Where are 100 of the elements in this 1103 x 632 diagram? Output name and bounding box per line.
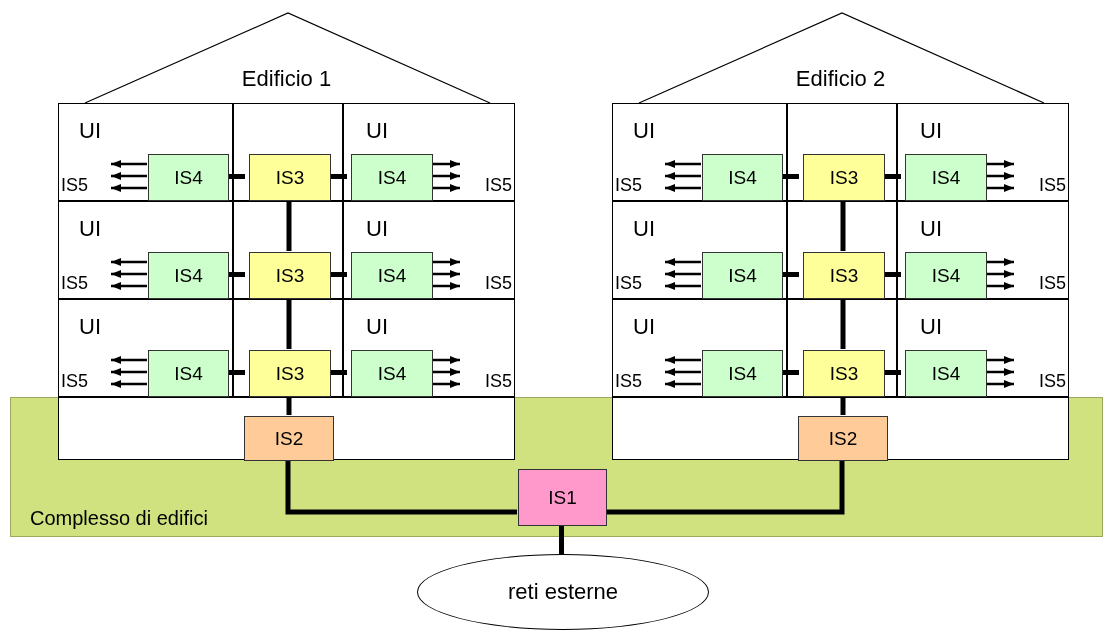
network-node-box: IS3: [249, 350, 331, 397]
room-cell: [58, 299, 233, 397]
network-node-box: IS4: [351, 154, 433, 201]
connector-line: [228, 272, 245, 277]
connector-line: [228, 174, 245, 179]
outlet-label: IS5: [464, 260, 512, 294]
building-title: Edificio 2: [794, 66, 887, 92]
outlet-label: IS5: [61, 162, 109, 196]
area-label: Complesso di edifici: [30, 507, 208, 530]
arrow: [111, 258, 147, 266]
building: [58, 12, 515, 460]
arrow: [432, 172, 460, 180]
arrow: [111, 380, 147, 388]
room-cell: [612, 299, 787, 397]
arrow: [432, 356, 460, 364]
room-cell: [58, 103, 233, 201]
network-ellipse: reti esterne: [417, 554, 709, 630]
connector-line: [884, 272, 901, 277]
connector-line: [840, 298, 846, 349]
room-cell: [787, 103, 897, 201]
arrow: [986, 380, 1014, 388]
arrow: [986, 270, 1014, 278]
arrow: [665, 356, 701, 364]
room-cell: [233, 201, 343, 299]
connector-line: [782, 370, 799, 375]
room-cell: [343, 201, 515, 299]
network-node-box: IS1: [518, 469, 607, 526]
network-node-box: IS4: [905, 350, 987, 397]
outlet-label: IS5: [1018, 162, 1066, 196]
building-title: Edificio 1: [240, 66, 333, 92]
network-node-box: IS4: [702, 154, 783, 201]
network-node-box: IS4: [351, 350, 433, 397]
room-cell: [612, 201, 787, 299]
room-label: UI: [920, 118, 942, 144]
outlet-label: IS5: [615, 260, 663, 294]
arrow: [665, 160, 701, 168]
arrow: [665, 184, 701, 192]
arrow: [111, 184, 147, 192]
connector-line: [559, 525, 564, 554]
arrow: [665, 258, 701, 266]
arrow: [986, 282, 1014, 290]
outlet-label: IS5: [1018, 358, 1066, 392]
arrow: [432, 270, 460, 278]
arrow: [986, 356, 1014, 364]
room-label: UI: [366, 118, 388, 144]
connector-line: [330, 272, 347, 277]
arrow: [665, 368, 701, 376]
arrow: [665, 282, 701, 290]
outlet-label: IS5: [61, 358, 109, 392]
connector-line: [840, 396, 846, 415]
network-node-box: IS4: [148, 350, 229, 397]
room-label: UI: [79, 314, 101, 340]
room-label: UI: [366, 314, 388, 340]
room-label: UI: [79, 118, 101, 144]
arrow: [665, 172, 701, 180]
connector-line: [330, 370, 347, 375]
arrow: [986, 184, 1014, 192]
network-node-box: IS3: [803, 252, 885, 299]
arrow: [111, 172, 147, 180]
room-label: UI: [633, 216, 655, 242]
arrow: [986, 160, 1014, 168]
network-node-box: IS4: [351, 252, 433, 299]
network-node-box: IS4: [148, 252, 229, 299]
room-cell: [58, 397, 515, 460]
arrow: [432, 160, 460, 168]
outlet-label: IS5: [61, 260, 109, 294]
room-cell: [612, 397, 1069, 460]
room-cell: [233, 299, 343, 397]
connector-line: [285, 460, 517, 515]
room-cell: [897, 201, 1069, 299]
arrow: [111, 368, 147, 376]
connector-line: [884, 370, 901, 375]
arrow: [986, 368, 1014, 376]
connector-line: [286, 200, 292, 251]
network-node-box: IS4: [148, 154, 229, 201]
outlet-label: IS5: [1018, 260, 1066, 294]
connector-line: [840, 200, 846, 251]
arrow: [432, 368, 460, 376]
connector-line: [330, 174, 347, 179]
room-label: UI: [920, 216, 942, 242]
arrow: [432, 380, 460, 388]
arrow: [111, 160, 147, 168]
arrow: [986, 172, 1014, 180]
network-node-box: IS4: [905, 154, 987, 201]
arrow: [665, 380, 701, 388]
network-node-box: IS4: [702, 350, 783, 397]
outlet-label: IS5: [615, 358, 663, 392]
room-cell: [343, 299, 515, 397]
arrow: [432, 184, 460, 192]
arrow: [111, 270, 147, 278]
room-cell: [58, 201, 233, 299]
arrow: [432, 282, 460, 290]
room-cell: [897, 299, 1069, 397]
building: [612, 12, 1069, 460]
connector-line: [782, 174, 799, 179]
network-node-box: IS2: [244, 416, 334, 461]
outlet-label: IS5: [615, 162, 663, 196]
room-cell: [343, 103, 515, 201]
room-label: UI: [633, 118, 655, 144]
network-node-box: IS3: [249, 154, 331, 201]
